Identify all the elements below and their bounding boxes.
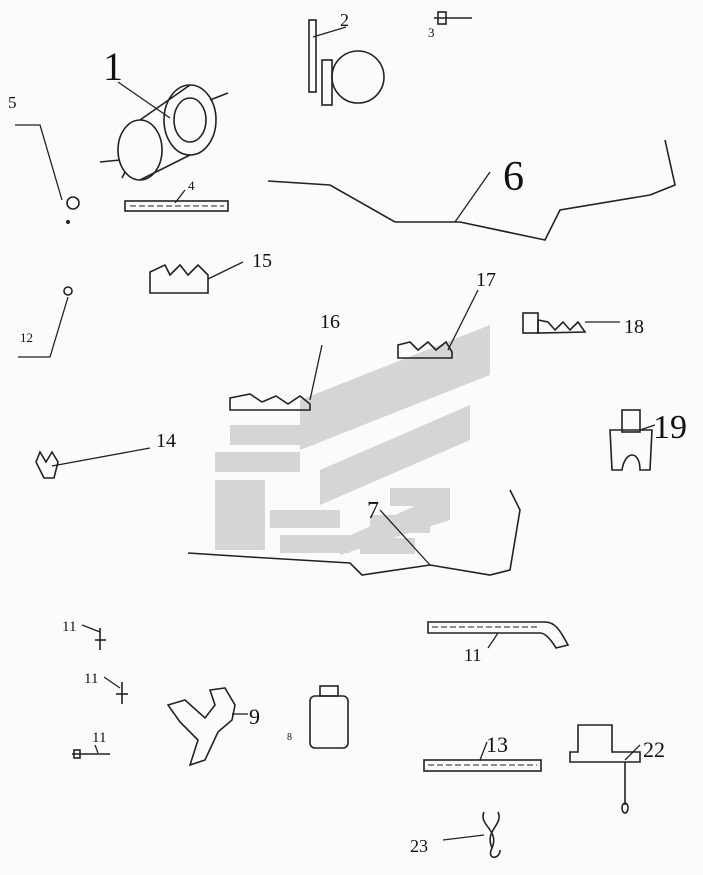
callout-22: 22 bbox=[643, 737, 665, 762]
part-12-hose bbox=[427, 621, 570, 649]
callout-3: 3 bbox=[428, 25, 435, 40]
callout-12: 11 bbox=[464, 645, 481, 665]
callout-23: 23 bbox=[410, 836, 428, 856]
callout-14: 13 bbox=[486, 732, 508, 757]
callout-7: 7 bbox=[367, 498, 379, 524]
part-11-screw-c bbox=[72, 749, 110, 759]
callout-4: 4 bbox=[188, 178, 195, 193]
part-4-hose bbox=[124, 200, 229, 212]
part-20-bracket bbox=[609, 409, 653, 471]
callout-20: 19 bbox=[653, 409, 687, 446]
part-22-bracket bbox=[569, 724, 641, 814]
part-3-bolt bbox=[434, 11, 472, 25]
callout-17: 16 bbox=[320, 311, 340, 333]
watermark-logo bbox=[215, 325, 490, 555]
part-23-clamp bbox=[482, 811, 501, 859]
part-11-screw-b bbox=[116, 682, 128, 704]
callout-15: 14 bbox=[156, 430, 176, 452]
part-16-clip bbox=[149, 263, 209, 294]
callout-18: 17 bbox=[476, 269, 496, 291]
part-1-filter bbox=[99, 84, 229, 181]
callout-9: 9 bbox=[249, 704, 260, 729]
part-6-pipe bbox=[267, 139, 676, 241]
callout-16: 15 bbox=[252, 250, 272, 272]
part-15-clip bbox=[35, 450, 59, 479]
part-18-clip bbox=[397, 340, 453, 359]
part-19-clip bbox=[522, 312, 587, 334]
callout-5: 5 bbox=[8, 93, 17, 112]
callout-11a: 11 bbox=[62, 619, 76, 635]
callout-11c: 11 bbox=[92, 730, 106, 746]
part-13-pin bbox=[63, 286, 73, 296]
part-5-nut bbox=[66, 196, 80, 224]
part-2-clamp bbox=[308, 19, 385, 106]
callout-6: 6 bbox=[503, 154, 524, 200]
part-17-clip bbox=[229, 393, 311, 411]
part-8-solenoid bbox=[309, 685, 349, 749]
callout-19: 18 bbox=[624, 316, 644, 338]
callout-11b: 11 bbox=[84, 671, 98, 687]
callout-8: 8 bbox=[287, 732, 292, 743]
callout-2: 2 bbox=[340, 10, 349, 30]
part-9-bracket bbox=[166, 687, 236, 767]
callout-13: 12 bbox=[20, 330, 33, 345]
callout-1: 1 bbox=[103, 44, 123, 89]
part-14-hose bbox=[423, 759, 542, 772]
